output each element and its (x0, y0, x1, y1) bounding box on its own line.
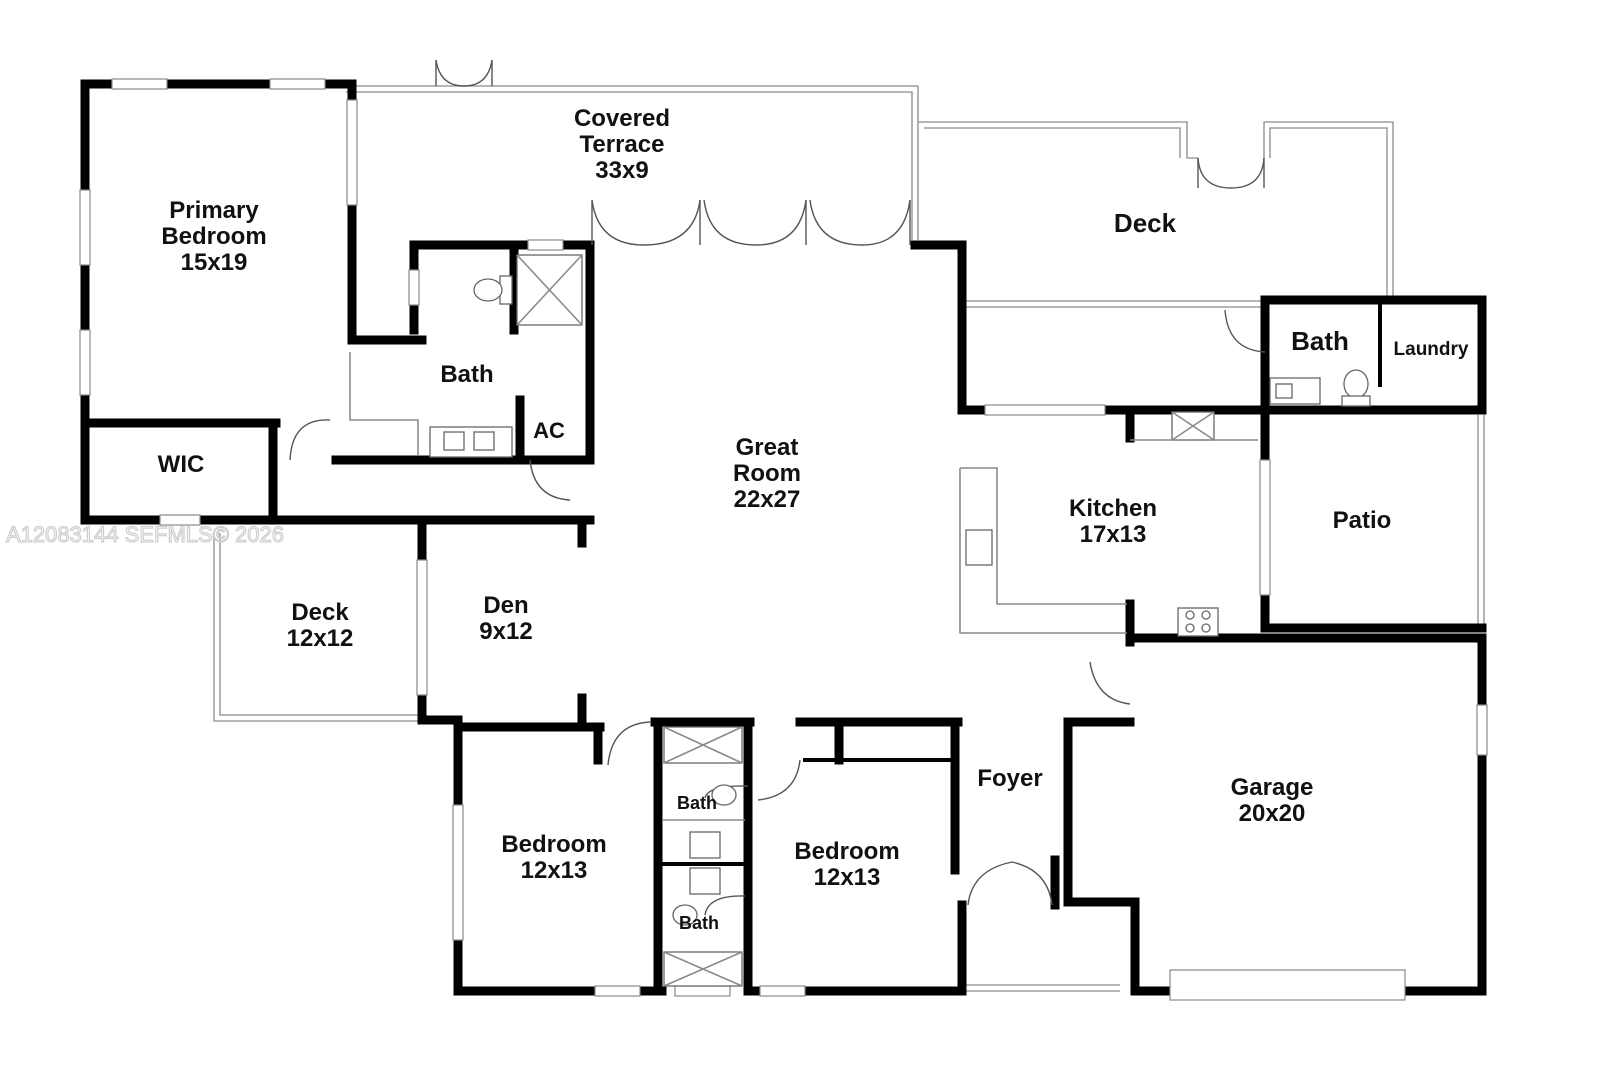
patio-label: Patio (1333, 507, 1392, 534)
garage-label: Garage (1231, 774, 1314, 801)
watermark: A12083144 SEFMLS© 2026 (6, 522, 284, 547)
bedroom-right-label: Bedroom (794, 838, 899, 865)
covered-terrace-size: 33x9 (595, 157, 648, 184)
den-label: Den (483, 592, 528, 619)
great-room-label-line2: Room (733, 460, 801, 487)
covered-terrace-label-line2: Terrace (580, 131, 665, 158)
foyer-label: Foyer (977, 765, 1042, 792)
primary-bedroom-label-line2: Bedroom (161, 223, 266, 250)
ac-label: AC (533, 418, 565, 443)
bath-laundry-label: Bath (1291, 326, 1349, 356)
great-room-size: 22x27 (734, 486, 801, 513)
bath-upper-small-label: Bath (677, 793, 717, 813)
bath-lower-small-label: Bath (679, 913, 719, 933)
windows (79, 78, 1488, 1001)
bedroom-left-size: 12x13 (521, 857, 588, 884)
wic-label: WIC (158, 451, 205, 478)
deck-left-label: Deck (291, 599, 349, 626)
deck-top-label: Deck (1114, 208, 1177, 238)
kitchen-size: 17x13 (1080, 521, 1147, 548)
doors (289, 59, 1266, 916)
walls (80, 79, 1487, 996)
bedroom-right-size: 12x13 (814, 864, 881, 891)
garage-size: 20x20 (1239, 800, 1306, 827)
bath-primary-label: Bath (440, 361, 493, 388)
outdoor-outlines (213, 85, 1485, 992)
primary-bedroom-size: 15x19 (181, 249, 248, 276)
kitchen-label: Kitchen (1069, 495, 1157, 522)
covered-terrace-label-line1: Covered (574, 105, 670, 132)
fixtures (349, 254, 1371, 987)
laundry-label: Laundry (1394, 339, 1469, 360)
primary-bedroom-label-line1: Primary (169, 197, 259, 224)
deck-left-size: 12x12 (287, 625, 354, 652)
great-room-label-line1: Great (736, 434, 799, 461)
den-size: 9x12 (479, 618, 532, 645)
bedroom-left-label: Bedroom (501, 831, 606, 858)
